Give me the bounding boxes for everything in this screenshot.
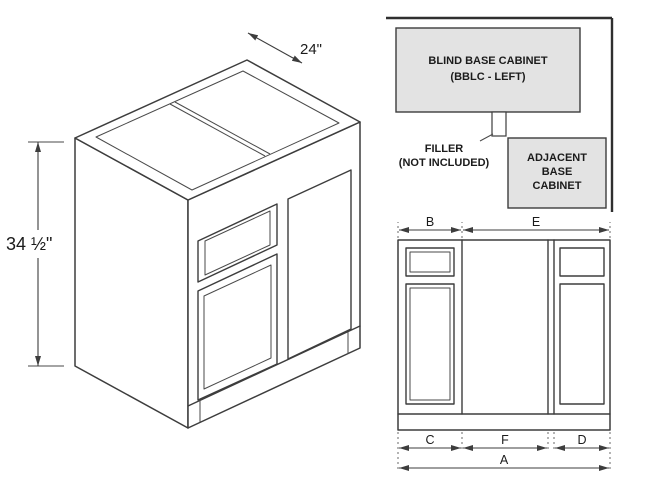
filler-leader-line: [479, 133, 494, 142]
door-front-inner: [203, 264, 272, 390]
blind-cabinet-label-line2: (BBLC - LEFT): [450, 71, 525, 83]
blind-cabinet-label-line1: BLIND BASE CABINET: [428, 55, 547, 67]
cabinet-top-inner-edge: [95, 70, 340, 191]
dim-e-label: E: [532, 215, 540, 229]
elevation-right-panel-bottom: [559, 283, 605, 405]
blind-cabinet-box: [395, 27, 581, 113]
elevation-right-panel-top: [559, 247, 605, 277]
filler-label-line1: FILLER: [425, 143, 464, 155]
drawer-front: [197, 203, 278, 283]
depth-dimension-line: [247, 32, 303, 64]
dim-f-label: F: [501, 433, 509, 447]
elevation-outline: [397, 239, 611, 431]
top-partition-line: [169, 103, 266, 157]
adjacent-cabinet-label-line1: ADJACENT: [527, 152, 587, 164]
filler-label-line2: (NOT INCLUDED): [399, 157, 490, 169]
toe-kick-line: [187, 325, 361, 407]
height-dimension-label: 34 ½": [6, 234, 52, 254]
elevation-door: [405, 283, 455, 405]
filler-box: [491, 111, 507, 137]
isometric-view: 24" 34 ½": [6, 32, 361, 429]
adjacent-cabinet-label-line3: CABINET: [533, 180, 582, 192]
elevation-view: B E C F D A: [397, 215, 611, 471]
adjacent-cabinet-label-line2: BASE: [542, 166, 573, 178]
elevation-drawer-inner: [409, 251, 451, 273]
dim-b-label: B: [426, 215, 434, 229]
adjacent-cabinet-box: [507, 137, 607, 209]
dim-d-label: D: [577, 433, 586, 447]
elevation-door-inner: [409, 287, 451, 401]
dim-a-label: A: [500, 453, 509, 467]
depth-dimension-label: 24": [300, 41, 322, 58]
top-partition-line-2: [174, 101, 271, 155]
dim-c-label: C: [425, 433, 434, 447]
drawer-front-inner: [204, 210, 271, 276]
plan-view: BLIND BASE CABINET (BBLC - LEFT) FILLER …: [386, 16, 614, 212]
elevation-drawer: [405, 247, 455, 277]
blind-opening: [287, 169, 352, 360]
